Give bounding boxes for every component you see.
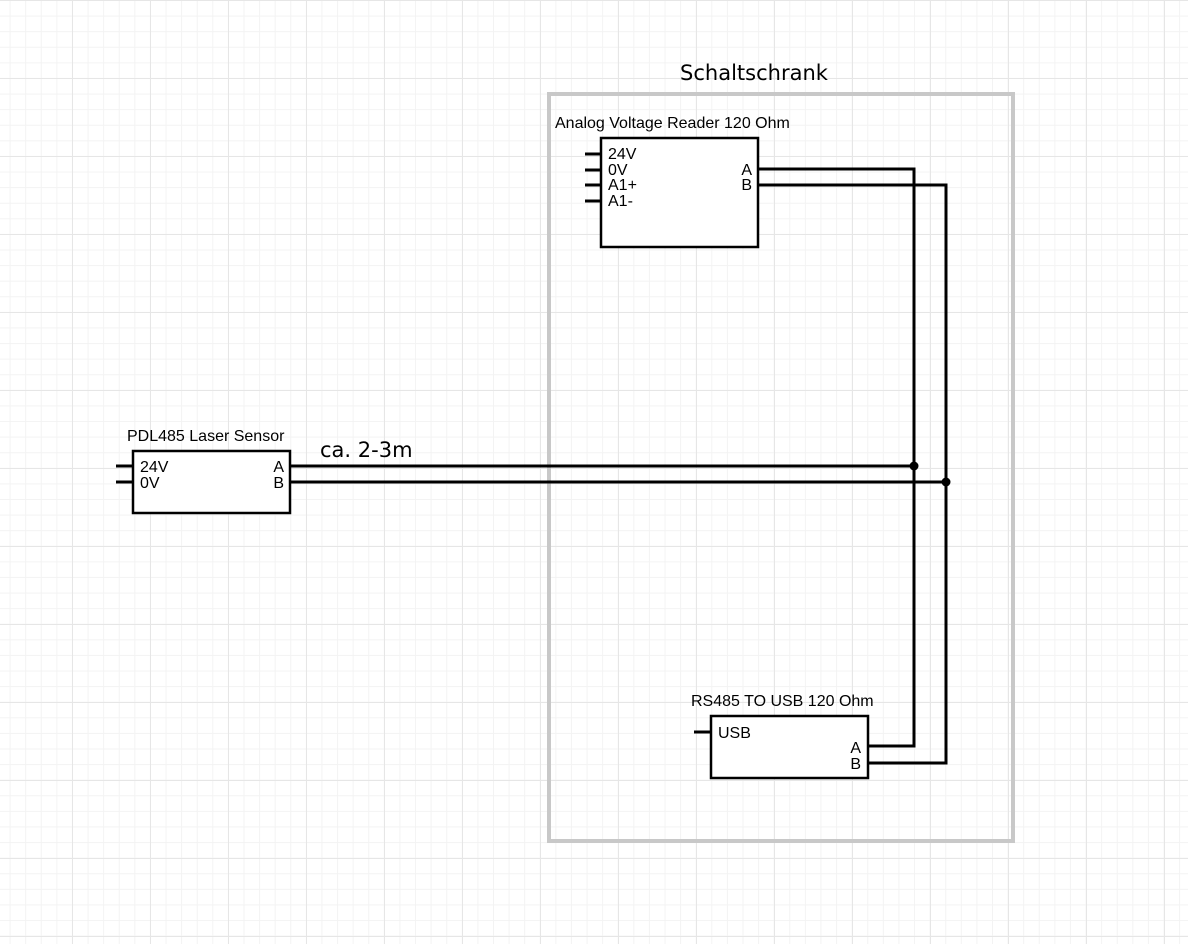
analog-reader-pin-b: B — [741, 177, 752, 194]
laser-sensor-pin-a: A — [273, 459, 284, 476]
laser-sensor-pin-0v: 0V — [140, 475, 160, 492]
analog-reader-box — [599, 136, 760, 249]
analog-reader-pin-a1-plus: A1+ — [608, 177, 637, 194]
rs485-usb-box — [709, 714, 870, 780]
rs485-usb-pin-usb: USB — [718, 725, 751, 742]
analog-reader-pin-24v: 24V — [608, 146, 637, 163]
analog-reader-pin-a: A — [741, 162, 752, 179]
wire-b-bus[interactable] — [758, 183, 948, 765]
laser-sensor[interactable]: PDL485 Laser Sensor 24V 0V A B — [116, 428, 292, 515]
laser-sensor-pin-b: B — [273, 475, 284, 492]
cable-length-label: ca. 2-3m — [320, 438, 413, 462]
junction-b-dot — [941, 477, 951, 487]
laser-sensor-box — [131, 449, 292, 515]
analog-reader-pin-0v: 0V — [608, 162, 628, 179]
analog-reader-title: Analog Voltage Reader 120 Ohm — [555, 115, 790, 132]
bus-wires — [290, 167, 951, 765]
rs485-usb-converter[interactable]: RS485 TO USB 120 Ohm USB A B — [691, 693, 874, 780]
analog-voltage-reader[interactable]: Analog Voltage Reader 120 Ohm 24V 0V A1+… — [555, 115, 790, 249]
rs485-usb-title: RS485 TO USB 120 Ohm — [691, 693, 874, 710]
laser-sensor-pin-24v: 24V — [140, 459, 169, 476]
junction-a-dot — [909, 461, 919, 471]
rs485-usb-pin-a: A — [850, 740, 861, 757]
analog-reader-pin-a1-minus: A1- — [608, 193, 633, 210]
cabinet-label: Schaltschrank — [680, 61, 829, 85]
laser-sensor-title: PDL485 Laser Sensor — [127, 428, 285, 445]
wire-a-bus[interactable] — [758, 167, 916, 748]
rs485-usb-pin-b: B — [850, 756, 861, 773]
